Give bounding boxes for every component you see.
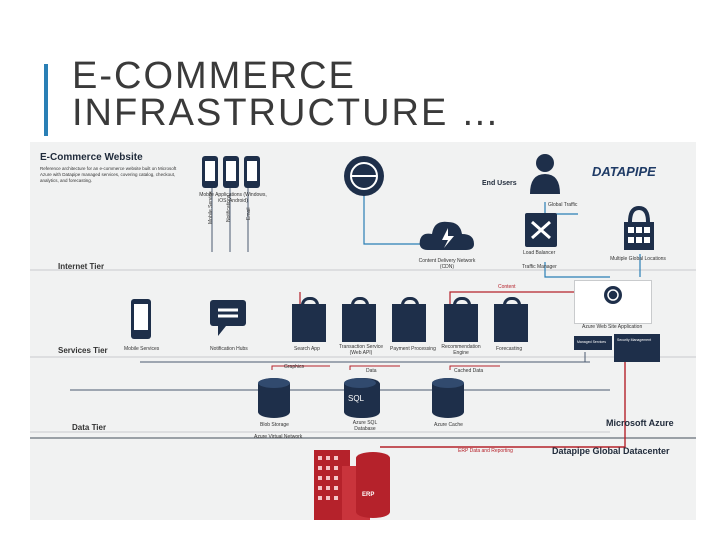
data-label: Data — [366, 368, 377, 374]
forecasting-label: Forecasting — [496, 346, 523, 352]
notification-vlabel: Notifications — [226, 194, 232, 222]
azure-sql-icon — [344, 378, 380, 418]
cdn-link — [363, 186, 422, 245]
social-label: Multiple Global Locations — [610, 256, 666, 262]
mobile-apps-label: Mobile Applications (Windows, iOS, Andro… — [199, 192, 267, 204]
web-app-box — [574, 280, 652, 324]
microsoft-azure-label: Microsoft Azure — [606, 418, 674, 428]
internet-tier-label: Internet Tier — [58, 262, 105, 271]
load-balancer-icon — [525, 213, 557, 247]
graphics-label: Graphics — [284, 364, 305, 370]
cached-data-label: Cached Data — [454, 368, 484, 374]
managed-services-box: Managed Services — [574, 336, 612, 350]
recommendation-engine-icon — [444, 297, 478, 342]
mobile-service-vlabel: Mobile Service — [208, 191, 214, 224]
search-app-icon — [292, 297, 326, 342]
diagram-heading: E-Commerce Website — [40, 152, 143, 163]
erp-link — [380, 352, 626, 448]
end-users-icon — [530, 154, 560, 194]
load-balancer-label: Load Balancer — [523, 250, 556, 256]
blob-storage-icon — [258, 378, 290, 418]
vnet-label: Azure Virtual Network — [254, 434, 303, 440]
recommendation-engine-label: Recommendation Engine — [441, 344, 481, 356]
lb-link — [544, 262, 610, 278]
payment-processing-label: Payment Processing — [390, 346, 436, 352]
traffic-manager-label: Traffic Manager — [522, 264, 557, 270]
mobile-services-icon — [131, 299, 151, 339]
datapipe-logo: DATAPIPE — [592, 164, 656, 179]
services-tier-label: Services Tier — [58, 346, 108, 355]
slide-title: E-COMMERCE INFRASTRUCTURE … — [72, 55, 501, 134]
erp-link-label: ERP Data and Reporting — [458, 448, 513, 454]
azure-cache-label: Azure Cache — [434, 422, 463, 428]
email-vlabel: Email — [246, 207, 252, 220]
end-users-label: End Users — [482, 180, 517, 187]
cdn-globe-icon — [344, 156, 384, 196]
connector-lines — [30, 186, 696, 448]
payment-processing-icon — [392, 297, 426, 342]
azure-cache-icon — [432, 378, 464, 418]
notification-hubs-icon — [210, 300, 246, 336]
cdn-label: Content Delivery Network (CDN) — [418, 258, 476, 270]
datapipe-dc-label: Datapipe Global Datacenter — [552, 446, 670, 456]
global-traffic-label: Global Traffic — [548, 202, 578, 208]
azure-sql-label: Azure SQL Database — [352, 420, 378, 432]
transaction-service-icon — [342, 297, 376, 342]
notification-hubs-label: Notification Hubs — [210, 346, 248, 352]
security-box: Security Management — [614, 334, 660, 362]
slide-title-line-2: INFRASTRUCTURE … — [72, 92, 501, 134]
security-label: Security Management — [617, 338, 652, 342]
architecture-diagram: E-Commerce Website Reference architectur… — [30, 142, 696, 520]
erp-building-icon — [314, 450, 390, 520]
search-app-label: Search App — [294, 346, 320, 352]
content-label: Content — [498, 284, 516, 290]
diagram-description: Reference architecture for an e-commerce… — [40, 166, 177, 183]
transaction-service-label: Transaction Service (Web API) — [339, 344, 383, 356]
web-app-label: Azure Web Site Application — [582, 324, 643, 330]
forecasting-icon — [494, 297, 528, 342]
title-accent-bar — [44, 64, 48, 136]
data-tier-label: Data Tier — [72, 423, 107, 432]
social-lock-icon — [624, 206, 654, 250]
web-app-globe-icon — [604, 286, 622, 304]
erp-label: ERP — [362, 492, 375, 498]
managed-services-label: Managed Services — [577, 340, 606, 344]
blob-storage-label: Blob Storage — [260, 422, 289, 428]
cdn-cloud-icon — [419, 221, 474, 250]
slide-title-line-1: E-COMMERCE — [72, 55, 356, 97]
sql-text: SQL — [348, 394, 365, 403]
mobile-phones-icon — [202, 156, 260, 188]
mobile-services-label: Mobile Services — [124, 346, 160, 352]
